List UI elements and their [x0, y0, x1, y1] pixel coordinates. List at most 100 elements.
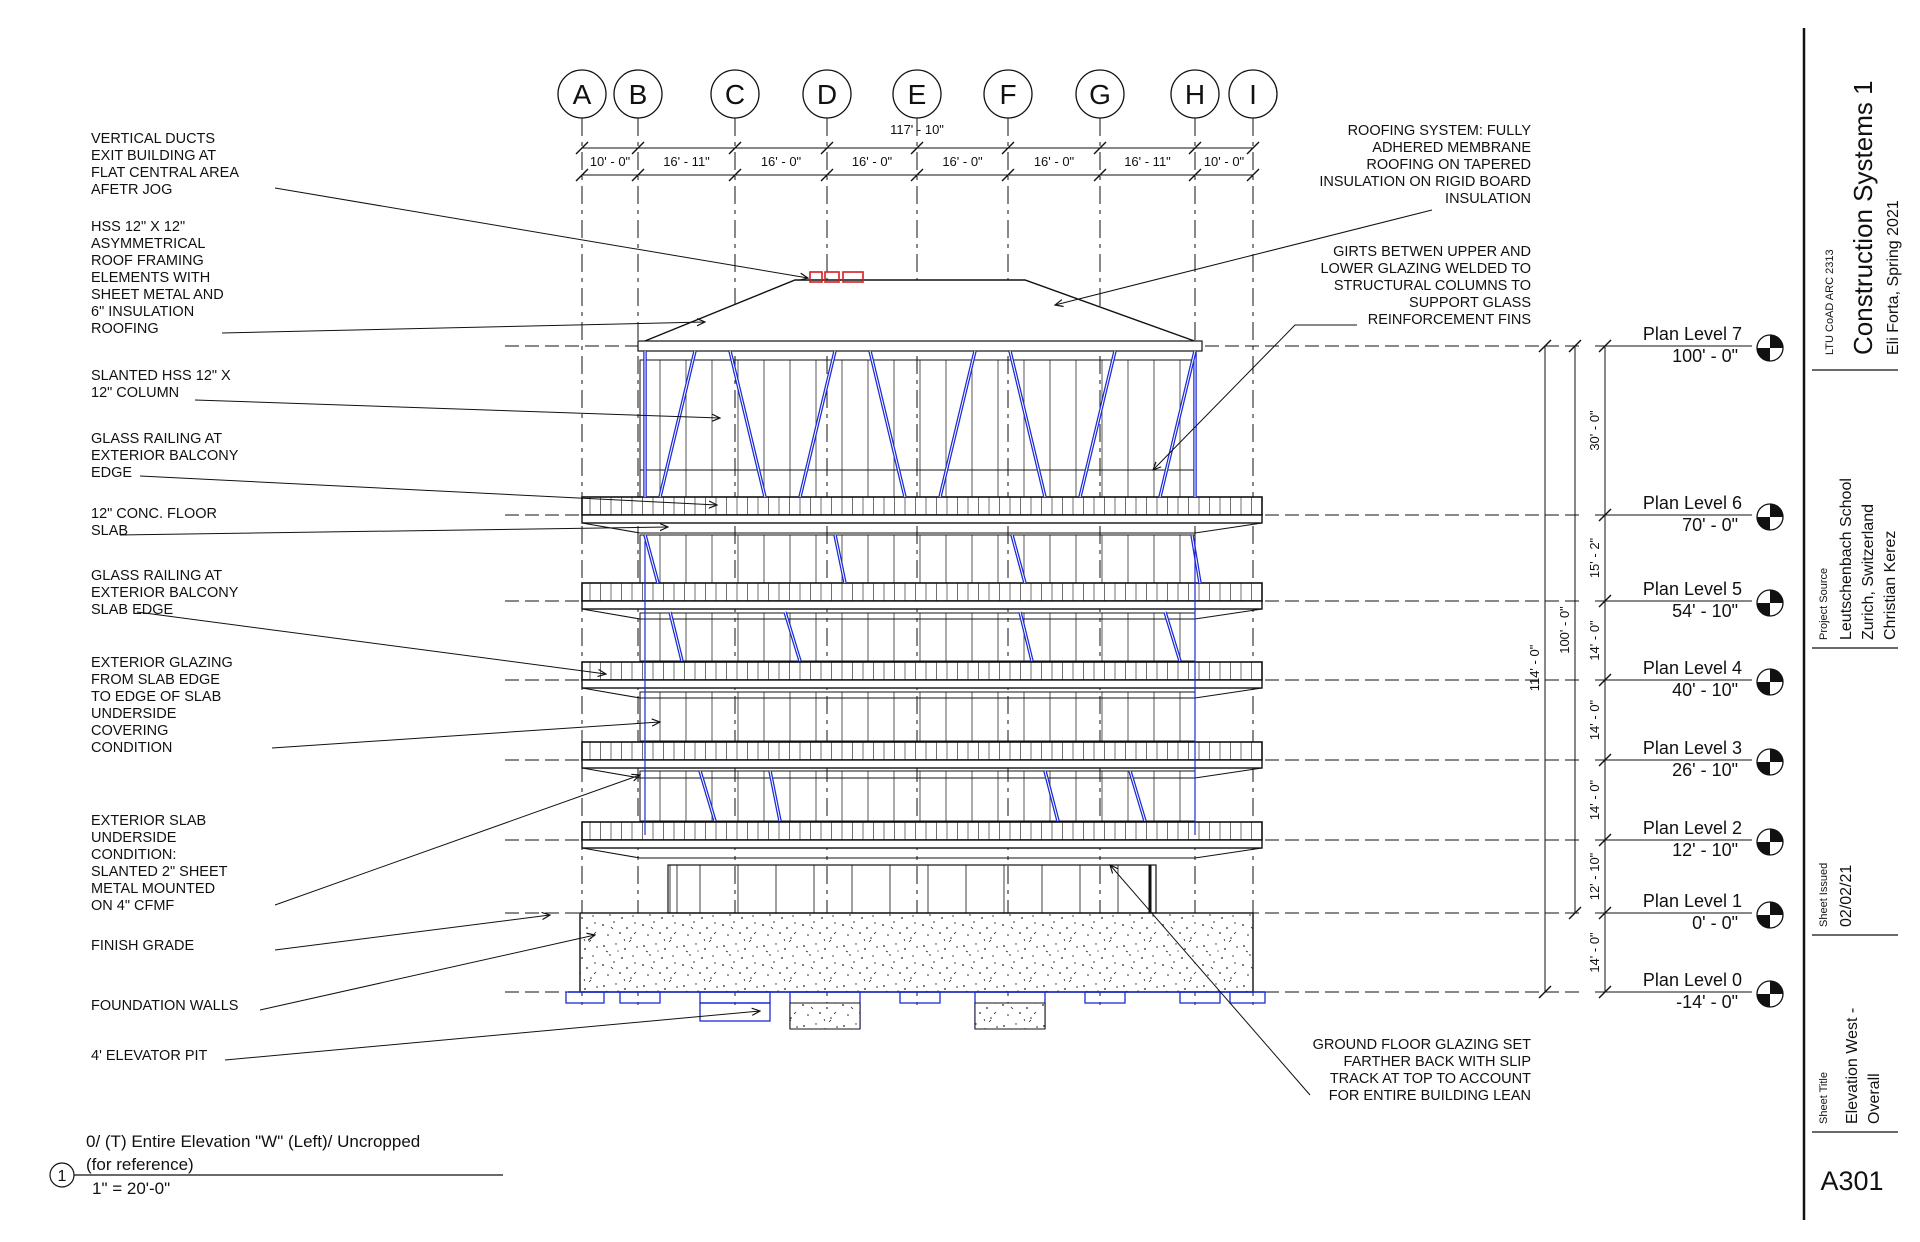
left-note-line: FINISH GRADE — [91, 938, 194, 954]
dim-tick — [910, 141, 924, 155]
level-elevation: 0' - 0" — [1692, 913, 1738, 933]
left-note-line: SHEET METAL AND — [91, 287, 224, 303]
left-note-line: UNDERSIDE — [91, 706, 177, 722]
grid-label-a: A — [573, 79, 592, 110]
sheet-title-label: Sheet Title — [1818, 1072, 1830, 1124]
grid-label-e: E — [908, 79, 927, 110]
leader-arrow — [274, 187, 808, 278]
leader-arrow — [139, 475, 717, 505]
left-note-line: EXTERIOR BALCONY — [91, 448, 239, 464]
left-note-line: EXTERIOR SLAB — [91, 813, 206, 829]
slanted-hss-column-center — [729, 350, 766, 498]
level-target-quadrant — [1770, 902, 1783, 915]
leader-arrow — [119, 527, 668, 536]
left-note-9: FINISH GRADE — [91, 938, 194, 954]
left-note-line: ELEMENTS WITH — [91, 270, 210, 286]
level-name: Plan Level 0 — [1643, 970, 1742, 990]
left-note-line: EXIT BUILDING AT — [91, 148, 216, 164]
dim-tick — [1568, 339, 1582, 353]
level-5-slab — [581, 600, 1263, 610]
level-3-railing — [581, 741, 1263, 761]
sheet-title-line-1: Elevation West - — [1844, 1008, 1861, 1124]
dim-tick — [1538, 985, 1552, 999]
project-line-1: Leutschenbach School — [1838, 478, 1855, 640]
story-dim-text-group: 12' - 10" — [1587, 852, 1602, 900]
left-note-line: FOUNDATION WALLS — [91, 998, 238, 1014]
left-note-3: SLANTED HSS 12" X12" COLUMN — [91, 368, 231, 401]
grid-bubble-d — [802, 69, 852, 119]
issued-date: 02/02/21 — [1838, 865, 1855, 927]
level-4-slab — [581, 679, 1263, 689]
view-number: 1 — [58, 1168, 67, 1185]
left-note-line: 12" CONC. FLOOR — [91, 506, 217, 522]
grid-label-c: C — [725, 79, 745, 110]
vertical-duct — [842, 271, 864, 283]
grid-bubble-h — [1170, 69, 1220, 119]
leader-arrow — [194, 399, 720, 418]
roof-edge — [637, 340, 1203, 352]
view-title-line-1: 0/ (T) Entire Elevation "W" (Left)/ Uncr… — [86, 1132, 420, 1151]
left-note-11: 4' ELEVATOR PIT — [91, 1048, 208, 1064]
vertical-duct — [809, 271, 823, 283]
total-height-dim-text-group: 114' - 0" — [1527, 644, 1542, 691]
leader-arrow — [221, 322, 705, 334]
slanted-hss-column-center — [1191, 534, 1201, 584]
level-6-slab — [581, 514, 1263, 524]
footing — [1179, 991, 1221, 1004]
level-target-quadrant — [1757, 762, 1770, 775]
bay-dim-text: 16' - 0" — [1034, 154, 1075, 169]
leader-arrow — [224, 1011, 760, 1061]
slanted-hss-column-center — [1129, 770, 1146, 822]
left-note-line: EXTERIOR GLAZING — [91, 655, 233, 671]
total-height-dim-text: 114' - 0" — [1527, 644, 1542, 691]
dim-tick — [1001, 168, 1015, 182]
level-target-quadrant — [1757, 348, 1770, 361]
right-note-line: STRUCTURAL COLUMNS TO — [1334, 278, 1531, 294]
dim-tick — [1246, 141, 1260, 155]
level-target-quadrant — [1770, 590, 1783, 603]
level-target-quadrant — [1770, 669, 1783, 682]
right-note-line: FARTHER BACK WITH SLIP — [1344, 1054, 1531, 1070]
grid-label-g: G — [1089, 79, 1111, 110]
left-note-line: 12" COLUMN — [91, 385, 179, 401]
footing — [565, 991, 605, 1004]
dim-tick — [1246, 168, 1260, 182]
footing — [1229, 991, 1266, 1004]
pit-footing-concrete — [974, 1002, 1046, 1030]
level-target-quadrant — [1757, 994, 1770, 1007]
slanted-hss-column-center — [1164, 611, 1181, 662]
bay-dim-text: 16' - 0" — [761, 154, 802, 169]
right-note-line: SUPPORT GLASS — [1409, 295, 1531, 311]
grid-label-d: D — [817, 79, 837, 110]
building-elevation — [505, 271, 1580, 1030]
bay-dim-text: 16' - 0" — [942, 154, 983, 169]
left-note-line: 4' ELEVATOR PIT — [91, 1048, 208, 1064]
left-note-line: METAL MOUNTED — [91, 881, 215, 897]
story-dim-text: 14' - 0" — [1587, 699, 1602, 740]
project-line-2: Zurich, Switzerland — [1860, 504, 1877, 640]
dim-tick — [575, 168, 589, 182]
story-dim-text: 15' - 2" — [1587, 537, 1602, 578]
right-note-line: FOR ENTIRE BUILDING LEAN — [1329, 1088, 1531, 1104]
level-target-quadrant — [1757, 842, 1770, 855]
dim-tick — [820, 141, 834, 155]
slanted-hss-column-center — [834, 534, 846, 584]
left-note-line: GLASS RAILING AT — [91, 568, 222, 584]
left-note-line: ROOF FRAMING — [91, 253, 204, 269]
left-note-line: AFETR JOG — [91, 182, 172, 198]
slanted-hss-column-center — [799, 350, 836, 498]
level-name: Plan Level 7 — [1643, 324, 1742, 344]
bay-dim-text: 16' - 0" — [852, 154, 893, 169]
dim-tick — [631, 168, 645, 182]
story-dim-text-group: 14' - 0" — [1587, 932, 1602, 973]
level-target-quadrant — [1770, 829, 1783, 842]
slanted-hss-column-center — [1079, 350, 1116, 498]
level-elevation: -14' - 0" — [1676, 992, 1738, 1012]
course-title: Construction Systems 1 — [1848, 80, 1878, 355]
level-4-railing — [581, 661, 1263, 681]
slanted-hss-column-center — [699, 770, 716, 822]
left-note-line: ASYMMETRICAL — [91, 236, 205, 252]
